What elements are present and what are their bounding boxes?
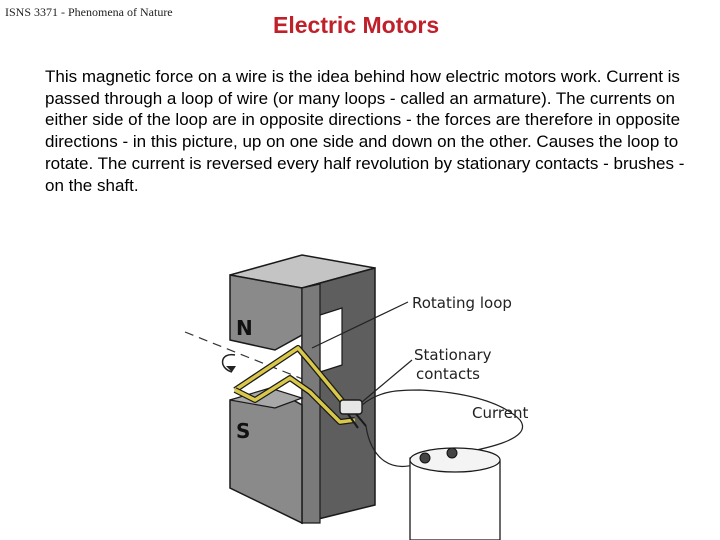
magnet-south-jaw (229, 389, 303, 525)
leader-rotating-loop (311, 301, 409, 349)
current-wire-top (361, 389, 524, 456)
stationary-contacts (339, 399, 367, 429)
magnet-south-top (229, 387, 304, 409)
rotation-arrow (221, 353, 236, 373)
leader-stationary-contacts (361, 359, 413, 403)
label-stationary-line2: contacts (416, 365, 480, 383)
north-pole-label: N (236, 316, 253, 340)
magnet-north-jaw (229, 274, 303, 351)
motor-diagram: N S Rotating (180, 240, 560, 540)
battery (409, 447, 501, 540)
rotation-arrow-head (226, 366, 236, 372)
course-label: ISNS 3371 - Phenomena of Nature (5, 5, 173, 19)
magnet-gap-window (319, 307, 343, 373)
label-stationary-line1: Stationary (414, 346, 492, 364)
label-rotating-loop: Rotating loop (412, 294, 512, 312)
horseshoe-magnet (229, 254, 376, 525)
body-paragraph: This magnetic force on a wire is the ide… (45, 67, 685, 195)
label-current: Current (472, 404, 528, 422)
slide-title: Electric Motors (273, 12, 440, 38)
shaft-axis-line (184, 331, 381, 411)
south-pole-label: S (236, 419, 250, 443)
